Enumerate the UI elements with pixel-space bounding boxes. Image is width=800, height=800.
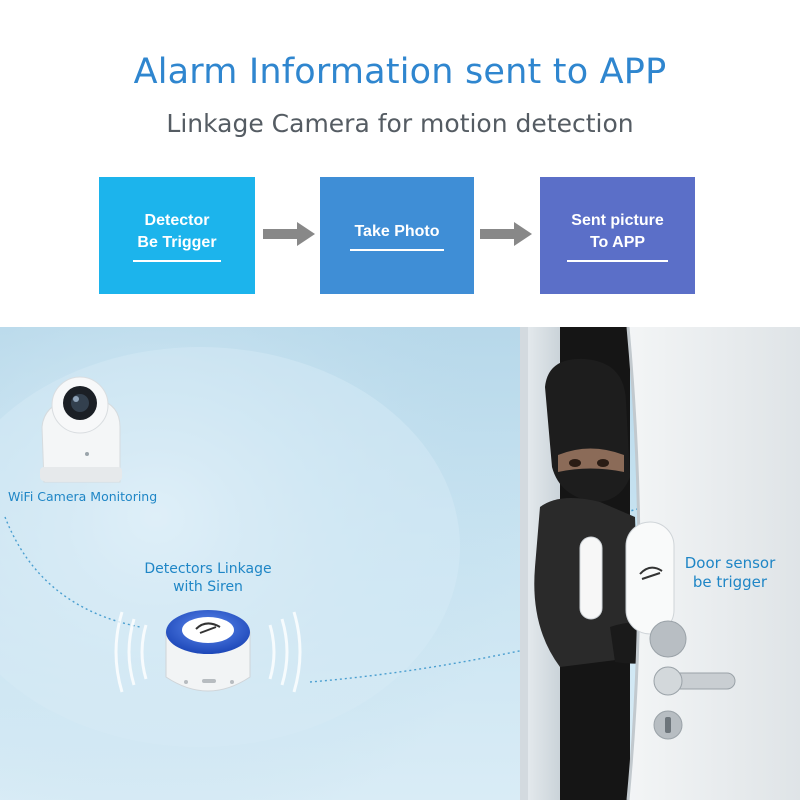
- page-headline: Alarm Information sent to APP: [133, 52, 667, 92]
- door-sensor-icon: [579, 521, 675, 635]
- product-scene: WiFi Camera Monitoring Detectors Linkage…: [0, 327, 800, 800]
- flow-step-label: Take Photo: [354, 222, 440, 240]
- scene-illustration: [0, 327, 800, 800]
- door-handle-icon: [649, 620, 736, 740]
- flow-arrow-icon: [263, 222, 315, 246]
- flow-step-send-picture: Sent picture To APP: [540, 177, 695, 294]
- camera-caption: WiFi Camera Monitoring: [8, 489, 158, 504]
- flow-step-underline: Detector Be Trigger: [133, 210, 221, 262]
- page-subtitle: Linkage Camera for motion detection: [166, 109, 634, 138]
- siren-caption: Detectors Linkage with Siren: [144, 561, 272, 595]
- flow-step-underline: Sent picture To APP: [567, 210, 668, 262]
- flow-step-label: Detector Be Trigger: [137, 211, 217, 251]
- flow-step-detector-trigger: Detector Be Trigger: [99, 177, 255, 294]
- flow-step-take-photo: Take Photo: [320, 177, 474, 294]
- siren-icon: [114, 610, 302, 693]
- flow-step-underline: Take Photo: [350, 221, 444, 251]
- door-sensor-caption: Door sensor be trigger: [684, 554, 776, 591]
- flow-arrow-icon: [480, 222, 532, 246]
- wifi-camera-icon: [40, 376, 122, 483]
- flow-step-label: Sent picture To APP: [571, 211, 664, 251]
